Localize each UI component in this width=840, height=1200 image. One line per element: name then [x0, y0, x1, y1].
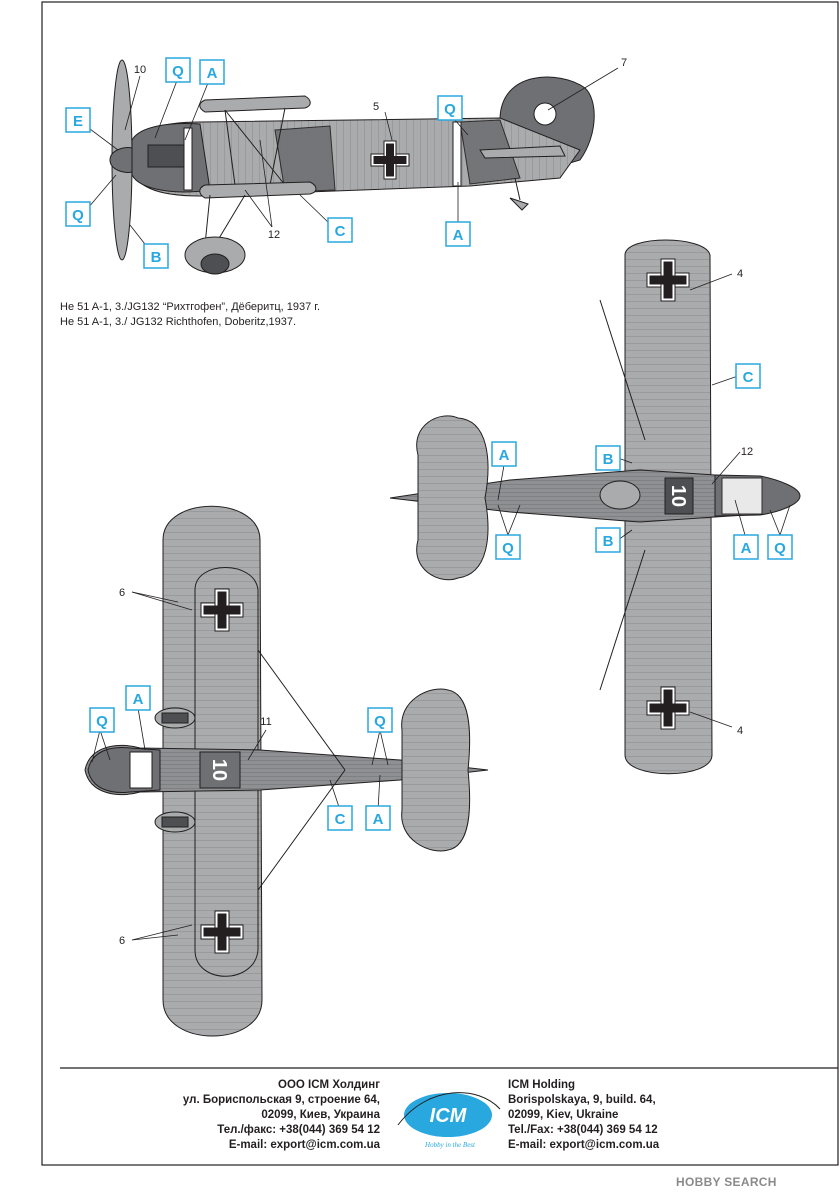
sheet-border — [41, 1, 839, 1166]
callout-tag-q: Q — [65, 201, 91, 227]
leader-lines — [85, 67, 791, 941]
svg-text:C: C — [743, 369, 754, 386]
callout-tag-a: A — [491, 441, 517, 467]
balkenkreuz-icon — [200, 588, 244, 632]
callout-number-6: 6 — [119, 587, 125, 599]
callout-tags: Q A E Q B Q C A C B B A Q A Q Q A Q C A — [65, 57, 793, 831]
email-line-ru[interactable]: E-mail: export@icm.com.ua — [228, 1139, 380, 1151]
balkenkreuz-icon — [370, 140, 410, 180]
svg-text:E: E — [73, 113, 83, 130]
callout-tag-a: A — [199, 59, 225, 85]
svg-text:B: B — [603, 451, 614, 468]
callout-tag-a: A — [365, 805, 391, 831]
callout-tag-a: A — [733, 534, 759, 560]
svg-text:C: C — [335, 811, 346, 828]
icm-logo-icon: ICM Hobby in the Best — [397, 1092, 501, 1149]
callout-tag-b: B — [595, 527, 621, 553]
callout-tag-q: Q — [367, 707, 393, 733]
cowl-white-band — [183, 127, 193, 191]
callout-tag-b: B — [143, 243, 169, 269]
svg-text:Q: Q — [96, 713, 108, 730]
tail-roundel-white — [533, 102, 557, 126]
svg-text:C: C — [335, 223, 346, 240]
fuselage-code-bottom: 10 — [208, 759, 230, 781]
fuselage-white-band — [452, 121, 462, 187]
address-line-ru: ул. Бориспольская 9, строение 64, — [182, 1094, 380, 1106]
svg-text:Q: Q — [774, 540, 786, 557]
top-view — [389, 239, 801, 775]
callout-number-6: 6 — [119, 935, 125, 947]
callout-tag-q: Q — [767, 534, 793, 560]
fuselage-code-bg — [664, 477, 694, 515]
company-name-ru: ООО ICM Холдинг — [278, 1079, 380, 1091]
callout-number-11: 11 — [260, 716, 271, 728]
svg-text:B: B — [603, 533, 614, 550]
bottom-view — [84, 505, 489, 1037]
balkenkreuz-icon — [646, 686, 690, 730]
callout-tag-c: C — [327, 217, 353, 243]
fuselage-code-bg — [199, 751, 241, 789]
svg-text:Q: Q — [172, 63, 184, 80]
svg-text:A: A — [741, 540, 752, 557]
svg-text:A: A — [373, 811, 384, 828]
svg-text:Q: Q — [72, 207, 84, 224]
side-view — [109, 59, 595, 275]
callout-tag-c: C — [735, 363, 761, 389]
watermark: HOBBY SEARCH — [676, 1175, 777, 1189]
city-line-en: 02099, Kiev, Ukraine — [508, 1109, 619, 1121]
email-line-en[interactable]: E-mail: export@icm.com.ua — [508, 1139, 660, 1151]
company-name-en: ICM Holding — [508, 1079, 576, 1091]
callout-tag-q: Q — [437, 95, 463, 121]
svg-text:Q: Q — [444, 101, 456, 118]
callout-number-4: 4 — [737, 268, 743, 280]
callout-tag-e: E — [65, 107, 91, 133]
caption-en: He 51 A-1, 3./ JG132 Richthofen, Doberit… — [60, 316, 297, 328]
callout-tag-c: C — [327, 805, 353, 831]
callout-numbers: 10 5 7 12 4 12 4 6 11 6 — [119, 57, 753, 947]
svg-text:A: A — [499, 447, 510, 464]
svg-text:B: B — [151, 249, 162, 266]
callout-number-7: 7 — [621, 57, 627, 69]
callout-tag-b: B — [595, 445, 621, 471]
svg-text:Hobby in the Best: Hobby in the Best — [424, 1141, 476, 1149]
svg-text:A: A — [133, 691, 144, 708]
svg-text:Q: Q — [502, 540, 514, 557]
balkenkreuz-icon — [646, 258, 690, 302]
cowl-white-band — [129, 751, 153, 789]
callout-tag-q: Q — [495, 534, 521, 560]
footer-contact-ru: ООО ICM Холдинг ул. Бориспольская 9, стр… — [183, 1078, 380, 1153]
svg-text:Q: Q — [374, 713, 386, 730]
callout-number-12: 12 — [268, 229, 280, 241]
phone-line-en: Tel./Fax: +38(044) 369 54 12 — [508, 1124, 658, 1136]
callout-number-4: 4 — [737, 725, 743, 737]
phone-line-ru: Тел./факс: +38(044) 369 54 12 — [217, 1124, 380, 1136]
footer-contact-en: ICM Holding Borispolskaya, 9, build. 64,… — [508, 1078, 659, 1153]
callout-number-5: 5 — [373, 101, 379, 113]
svg-text:A: A — [453, 227, 464, 244]
callout-tag-q: Q — [89, 707, 115, 733]
callout-number-12: 12 — [741, 446, 753, 458]
balkenkreuz-icon — [200, 910, 244, 954]
fuselage-code-top: 10 — [667, 485, 689, 507]
svg-text:A: A — [207, 65, 218, 82]
callout-tag-q: Q — [165, 57, 191, 83]
city-line-ru: 02099, Киев, Украина — [261, 1109, 380, 1121]
callout-tag-a: A — [445, 221, 471, 247]
callout-number-10: 10 — [134, 64, 146, 76]
callout-tag-a: A — [125, 685, 151, 711]
address-line-en: Borispolskaya, 9, build. 64, — [508, 1094, 656, 1106]
caption-ru: He 51 A-1, 3./JG132 “Рихтгофен”, Дёберит… — [60, 301, 321, 313]
svg-text:ICM: ICM — [430, 1105, 468, 1127]
